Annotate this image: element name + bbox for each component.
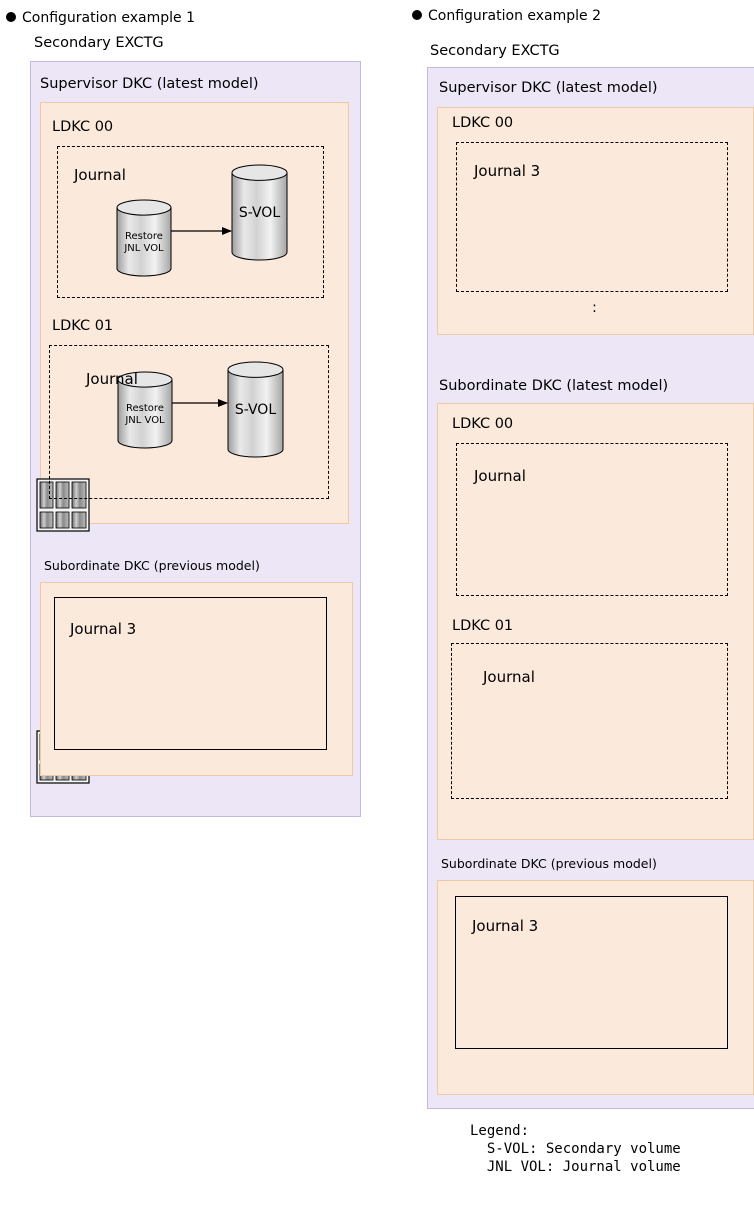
example2-sub-latest-ldkc00-label: LDKC 00 (452, 416, 514, 432)
ex1-ldkc00-restore-jnl-vol (116, 199, 172, 277)
example1-ldkc01-journal-label: Journal (86, 370, 138, 388)
example2-supervisor-journal-label: Journal 3 (474, 162, 541, 180)
legend-title: Legend: (470, 1123, 530, 1139)
ex1-ldkc01-svol (227, 361, 284, 458)
example1-supervisor-title: Supervisor DKC (latest model) (40, 76, 259, 92)
example2-supervisor-journal-group (456, 142, 728, 292)
example1-ldkc01-journal-group (49, 345, 329, 499)
ex1-ldkc01-svol-text: S-VOL (235, 402, 276, 418)
legend: Legend: S-VOL: Secondary volume JNL VOL:… (470, 1122, 681, 1176)
example2-sub-latest-box (437, 403, 754, 840)
bullet-icon (412, 10, 422, 20)
example1-excg-label: Secondary EXCTG (34, 35, 164, 51)
example1-ldkc00-journal-label: Journal (74, 166, 126, 184)
legend-svol: S-VOL: Secondary volume (470, 1141, 681, 1157)
ex1-ldkc00-restore-text: Restore (125, 231, 163, 242)
example2-sub-latest-ldkc01-group (451, 643, 728, 799)
example2-sub-prev-box (437, 880, 754, 1095)
example2-heading: Configuration example 2 (412, 8, 601, 24)
example1-heading-text: Configuration example 1 (22, 10, 196, 26)
example2-supervisor-box (437, 107, 754, 335)
example1-heading: Configuration example 1 (6, 10, 195, 26)
ex1-supervisor-rack-icon (36, 478, 90, 532)
example2-sub-latest-ldkc01-journal-label: Journal (483, 668, 535, 686)
example1-subordinate-journal-label: Journal 3 (70, 620, 137, 638)
example2-sub-latest-ldkc00-journal-label: Journal (474, 467, 526, 485)
example2-sub-latest-ldkc01-label: LDKC 01 (452, 618, 514, 634)
example1-subordinate-title: Subordinate DKC (previous model) (44, 558, 260, 573)
example1-ldkc00-label: LDKC 00 (52, 119, 114, 135)
example2-heading-text: Configuration example 2 (428, 8, 602, 24)
example2-excg-label: Secondary EXCTG (430, 43, 560, 59)
example1-subordinate-box (40, 582, 353, 776)
ex1-ldkc01-jnlvol-text: JNL VOL (124, 415, 165, 426)
ex1-ldkc01-restore-text: Restore (126, 403, 164, 414)
example2-sub-prev-journal-label: Journal 3 (472, 917, 539, 935)
example2-sub-latest-title: Subordinate DKC (latest model) (439, 378, 669, 394)
ex1-ldkc00-svol (231, 164, 288, 261)
ex1-ldkc00-jnlvol-text: JNL VOL (123, 243, 164, 254)
legend-jnlvol: JNL VOL: Journal volume (470, 1159, 681, 1175)
example2-supervisor-ellipsis: : (592, 300, 597, 316)
ex1-ldkc01-restore-jnl-vol (117, 371, 173, 449)
example2-supervisor-title: Supervisor DKC (latest model) (439, 80, 658, 96)
example2-supervisor-ldkc00-label: LDKC 00 (452, 115, 514, 131)
example1-subordinate-journal-group (54, 597, 327, 750)
example1-ldkc01-label: LDKC 01 (52, 318, 114, 334)
example2-sub-prev-journal-group (455, 896, 728, 1049)
example1-ldkc00-journal-group (57, 146, 324, 298)
example1-supervisor-box (40, 102, 349, 524)
ex1-ldkc00-svol-text: S-VOL (239, 205, 280, 221)
example2-sub-latest-ldkc00-group (456, 443, 728, 596)
example2-sub-prev-title: Subordinate DKC (previous model) (441, 856, 657, 871)
bullet-icon (6, 12, 16, 22)
